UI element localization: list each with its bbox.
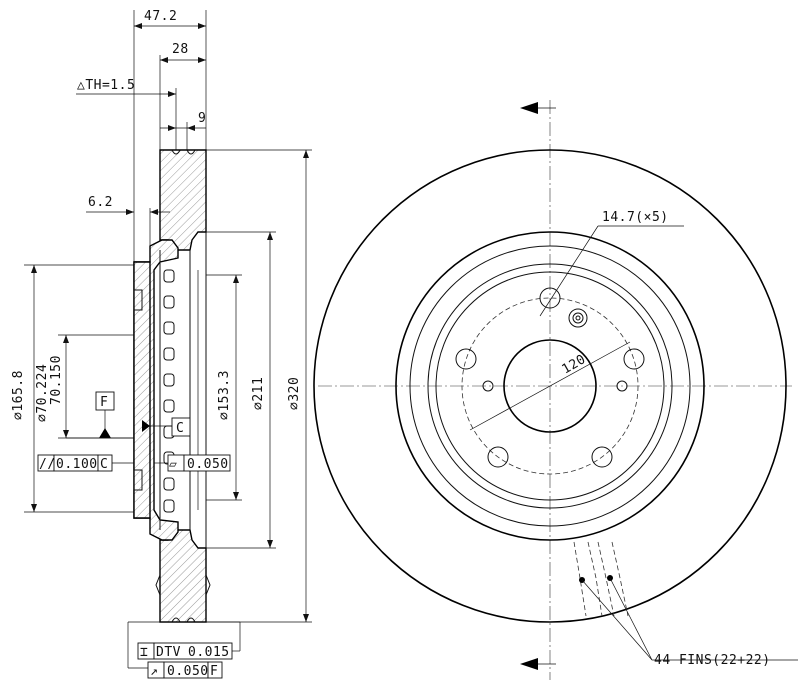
datum-c-triangle: [142, 420, 150, 432]
datum-f-triangle: [99, 428, 111, 438]
flatness-value: 0.050: [187, 457, 229, 472]
datum-c-label: C: [176, 421, 184, 436]
friction-ring-bottom: [159, 529, 207, 623]
dim-pilot-diameter: ⌀165.8: [11, 370, 26, 420]
bolt-holes: [455, 287, 645, 468]
datum-f-label: F: [100, 395, 108, 410]
dim-overall-thickness: 47.2: [144, 9, 177, 24]
dtv-value: 0.015: [188, 645, 230, 660]
datum-c-box: [171, 417, 191, 437]
dtv-symbol: ⌶: [140, 645, 148, 660]
dim-hat-diameter: ⌀211: [251, 377, 266, 410]
section-arrow-top: [520, 102, 538, 114]
parallelism-value: 0.100: [56, 457, 98, 472]
flatness-frame: ▱ 0.050: [154, 454, 231, 472]
friction-ring-top: [159, 149, 207, 251]
hat-flange: [133, 261, 151, 519]
disc-outer-edge: [313, 149, 787, 623]
pin-hole-right: [616, 380, 628, 392]
dim-inner-ring-diameter: ⌀153.3: [217, 370, 232, 420]
vane-slots: [163, 269, 175, 513]
dim-fins: 44 FINS(22+22): [654, 653, 771, 668]
dim-bolt-holes: 14.7(×5): [602, 210, 669, 225]
set-screw: [568, 308, 588, 328]
runout-datum: F: [210, 664, 218, 679]
runout-symbol: ↗: [150, 664, 158, 679]
hat-outer-ring: [395, 231, 705, 541]
parallelism-frame: // 0.100 C: [37, 454, 134, 472]
dtv-label: DTV: [156, 645, 181, 660]
section-view: 47.2 28 △TH=1.5 9 6.2 ⌀165.8 ⌀: [11, 9, 312, 679]
center-bore: [503, 339, 597, 433]
dim-hat-offset: 6.2: [88, 195, 113, 210]
parallelism-symbol: //: [39, 457, 56, 472]
flatness-symbol: ▱: [169, 457, 177, 472]
runout-value: 0.050: [167, 664, 209, 679]
dim-bore-min: 70.150: [49, 355, 64, 405]
cooling-fins: [573, 541, 629, 617]
parallelism-datum: C: [100, 457, 108, 472]
dim-bore-max: ⌀70.224: [35, 364, 50, 422]
dim-disc-thickness: 28: [172, 42, 189, 57]
dtv-frame: ⌶ DTV 0.015: [127, 621, 241, 669]
dim-vane-gap: 9: [198, 111, 206, 126]
dim-outer-diameter: ⌀320: [287, 377, 302, 410]
section-arrow-bottom: [520, 658, 538, 670]
front-view: 120 14.7(×5) 44 FINS(22+22): [313, 100, 798, 680]
dim-min-thickness: △TH=1.5: [77, 78, 135, 93]
pin-hole-left: [482, 380, 494, 392]
runout-frame: ↗ 0.050 F: [147, 661, 223, 679]
bolt-circle: [461, 297, 639, 475]
